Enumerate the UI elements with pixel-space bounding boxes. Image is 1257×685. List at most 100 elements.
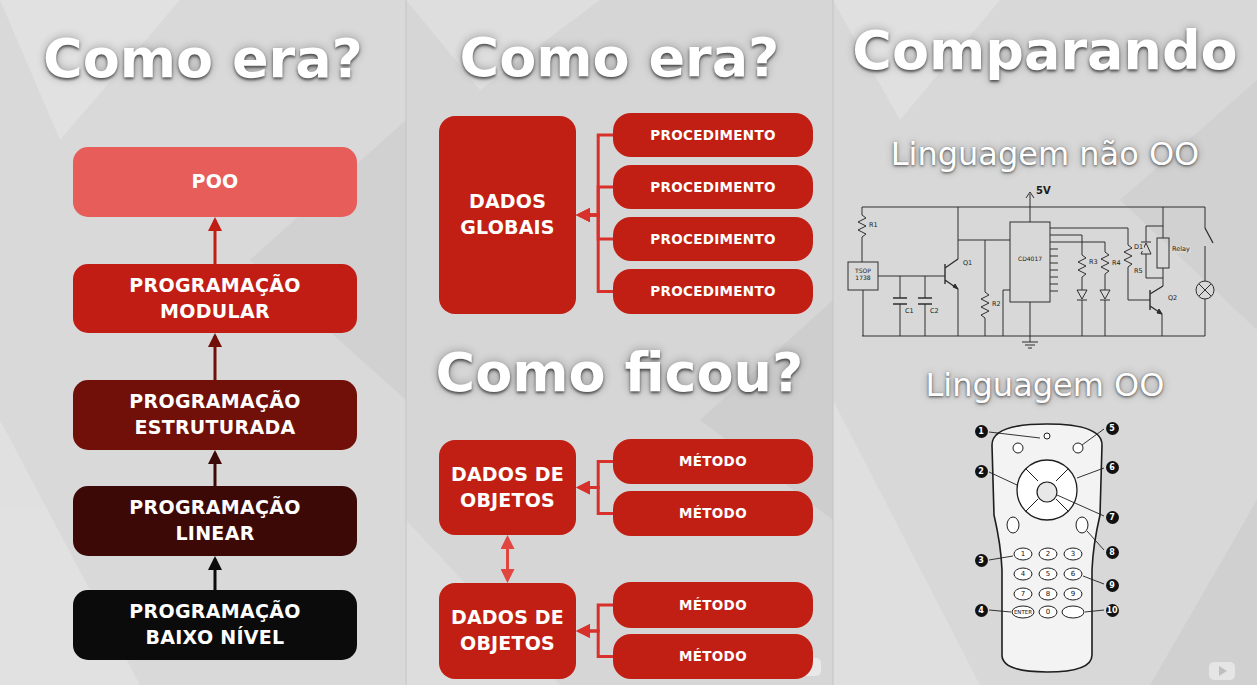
keypad: [1012, 548, 1084, 618]
resistor-symbol: [858, 215, 1132, 318]
procedure-box: PROCEDIMENTO: [613, 113, 813, 157]
stage-box: PROGRAMAÇÃO LINEAR: [73, 486, 357, 556]
box-label: PROGRAMAÇÃO MODULAR: [115, 273, 315, 324]
stage-box: POO: [73, 147, 357, 217]
voltage-label: 5V: [1035, 185, 1052, 196]
transistor-symbol: [945, 259, 1163, 314]
box-label: PROGRAMAÇÃO BAIXO NÍVEL: [115, 599, 315, 650]
object-box: DADOS DE OBJETOS: [439, 440, 576, 535]
component-label: C1: [904, 308, 915, 315]
leader-line: [989, 429, 1104, 612]
connector-arrow: [579, 215, 613, 292]
box-label: DADOS DE OBJETOS: [445, 605, 570, 656]
direction-pad: [1017, 460, 1077, 520]
key-button: [1014, 588, 1032, 600]
watermark-icon: [1219, 666, 1227, 676]
box-label: PROCEDIMENTO: [650, 231, 775, 247]
key-button: [1062, 606, 1084, 618]
key-label: 7: [1014, 588, 1032, 600]
remote-button: [1076, 517, 1088, 533]
slide-title: Comparando: [833, 20, 1257, 82]
remote-button: [1013, 443, 1023, 453]
box-label: MÉTODO: [679, 453, 747, 469]
connector-arrow: [214, 559, 217, 590]
box-label: PROCEDIMENTO: [650, 283, 775, 299]
slide-title: Como era?: [406, 27, 833, 89]
key-label: 5: [1039, 568, 1057, 580]
key-button: [1064, 588, 1082, 600]
slide-title: Como ficou?: [406, 342, 833, 404]
facet: [1120, 80, 1257, 330]
key-label: 1: [1014, 548, 1032, 560]
object-box: DADOS DE OBJETOS: [439, 583, 576, 679]
key-label: 9: [1064, 588, 1082, 600]
connector-arrow: [214, 220, 217, 264]
procedure-box: PROCEDIMENTO: [613, 269, 813, 314]
method-box: MÉTODO: [613, 439, 813, 484]
panel-divider: [833, 0, 834, 685]
wire: [862, 207, 1205, 336]
key-button: [1039, 606, 1057, 618]
stage-box: PROGRAMAÇÃO MODULAR: [73, 264, 357, 333]
ic-pin: [1050, 228, 1058, 291]
component-label: D1: [1133, 244, 1144, 251]
remote-button: [1073, 443, 1083, 453]
method-box: MÉTODO: [613, 634, 813, 679]
key-button: [1014, 568, 1032, 580]
panel-ground: [406, 0, 833, 685]
transistor-arrow: [953, 284, 1162, 314]
connector-arrow: [579, 605, 613, 631]
lamp-symbol: [1199, 284, 1211, 296]
connector-arrow: [579, 488, 613, 514]
box-label: MÉTODO: [679, 597, 747, 613]
facet: [833, 400, 980, 685]
procedure-box: PROCEDIMENTO: [613, 165, 813, 209]
panel-divider: [406, 0, 407, 685]
lamp-symbol: [1196, 281, 1214, 299]
relay-switch: [1205, 228, 1213, 243]
ic-symbol: [1010, 222, 1050, 302]
procedure-box: PROCEDIMENTO: [613, 217, 813, 261]
key-button: [1012, 606, 1034, 618]
subtitle: Linguagem OO: [833, 367, 1257, 404]
panel-ground: [833, 0, 1257, 685]
key-button: [1064, 548, 1082, 560]
component-label: Q1: [962, 260, 973, 267]
method-box: MÉTODO: [613, 582, 813, 628]
key-button: [1064, 568, 1082, 580]
box-label: PROGRAMAÇÃO ESTRUTURADA: [115, 389, 315, 440]
callout-number: 9: [1106, 579, 1119, 592]
connector-arrow: [579, 135, 613, 215]
callout-number: 1: [975, 425, 988, 438]
component-label: Q2: [1167, 295, 1178, 302]
component-label: CD4017: [1012, 256, 1048, 263]
connector-arrow: [214, 453, 217, 486]
component-label: R1: [868, 222, 879, 229]
component-label: R4: [1111, 260, 1122, 267]
facet: [700, 300, 833, 520]
ir-window: [1044, 433, 1050, 439]
panel-ground: [0, 0, 406, 685]
box-label: PROGRAMAÇÃO LINEAR: [115, 495, 315, 546]
connector-arrow: [579, 215, 613, 239]
callout-number: 4: [975, 604, 988, 617]
connector-arrow: [579, 187, 613, 215]
capacitor-symbol: [893, 298, 932, 304]
key-label: 4: [1014, 568, 1032, 580]
key-label: 2: [1039, 548, 1057, 560]
remote-body: [992, 424, 1102, 672]
key-label: 0: [1039, 606, 1057, 618]
box-label: PROCEDIMENTO: [650, 179, 775, 195]
remote-button: [1007, 517, 1019, 533]
connector-arrow: [579, 462, 613, 488]
ok-button: [1037, 482, 1057, 502]
key-button: [1039, 548, 1057, 560]
slide-title: Como era?: [0, 28, 406, 90]
direction-pad: [1026, 469, 1068, 511]
sensor-symbol: [848, 262, 878, 290]
component-label: Relay: [1171, 246, 1191, 253]
key-button: [1039, 588, 1057, 600]
